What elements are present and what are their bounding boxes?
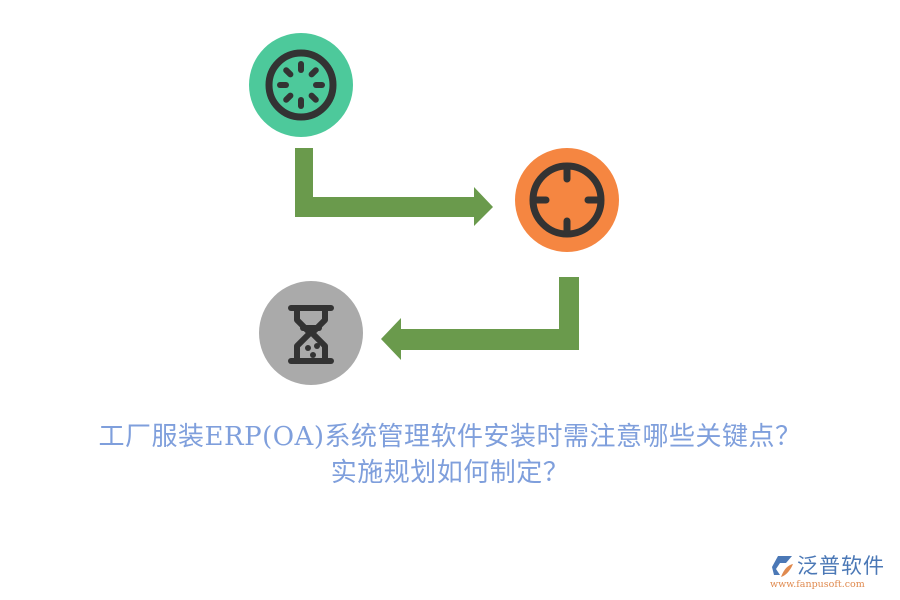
brand-url: www.fanpusoft.com: [770, 579, 865, 590]
step-2-node: [515, 148, 619, 252]
step-1-node: [249, 33, 353, 137]
step-3-node: [259, 281, 363, 385]
arrow-step2-to-step3: [381, 277, 579, 360]
hourglass-icon: [288, 305, 334, 364]
page-title-line-1: 工厂服装ERP(OA)系统管理软件安装时需注意哪些关键点？: [98, 422, 802, 452]
loading-spinner-icon: [265, 49, 337, 121]
brand-name: 泛普软件: [797, 554, 885, 578]
arrow-step1-to-step2: [295, 148, 493, 226]
page-title-line-2: 实施规划如何制定？: [330, 458, 570, 488]
fanpu-logo-icon: [772, 556, 793, 577]
brand-watermark: 泛普软件 www.fanpusoft.com: [770, 552, 895, 592]
target-crosshair-icon: [529, 162, 605, 238]
